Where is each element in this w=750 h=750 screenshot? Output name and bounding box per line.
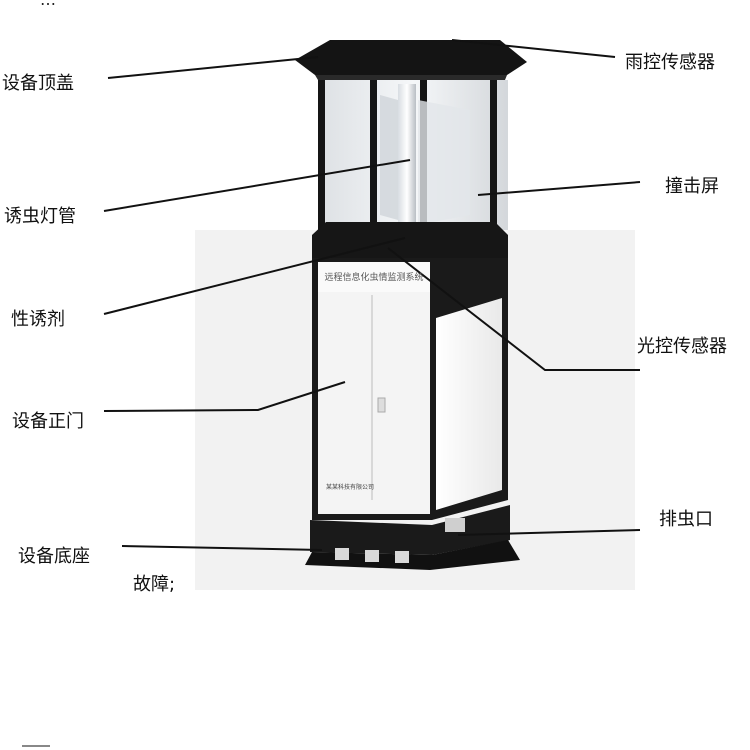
label-pheromone: 性诱剂 [11,309,65,330]
front-door-panel [318,262,430,514]
label-base: 设备底座 [18,546,90,567]
label-fault: 故障; [133,574,176,595]
label-impact-screen: 撞击屏 [665,176,719,197]
side-panel [436,298,502,510]
top-strip-text: … [40,0,58,6]
upper-chamber [318,80,508,240]
company-text: 某某科技有限公司 [326,484,375,491]
label-top-cover: 设备顶盖 [2,73,74,94]
shoulder [312,222,508,258]
impact-screen-right [418,100,470,225]
lamp-tube [398,84,416,224]
label-lamp-tube: 诱虫灯管 [4,206,76,227]
label-front-door: 设备正门 [12,411,84,432]
device-top-cover [295,40,527,80]
panel-title: 远程信息化虫情监测系统 [324,273,424,283]
label-rain-sensor: 雨控传感器 [625,52,715,73]
lower-cabinet [312,258,508,520]
label-outlet: 排虫口 [659,509,713,530]
bottom-mark [22,745,50,747]
device-base [305,505,520,570]
top-strip: … [0,0,750,6]
bug-outlet [445,518,465,532]
leader-lines [103,39,641,551]
door-handle [377,397,386,413]
impact-screen-left [380,95,398,220]
label-light-sensor: 光控传感器 [637,336,727,357]
